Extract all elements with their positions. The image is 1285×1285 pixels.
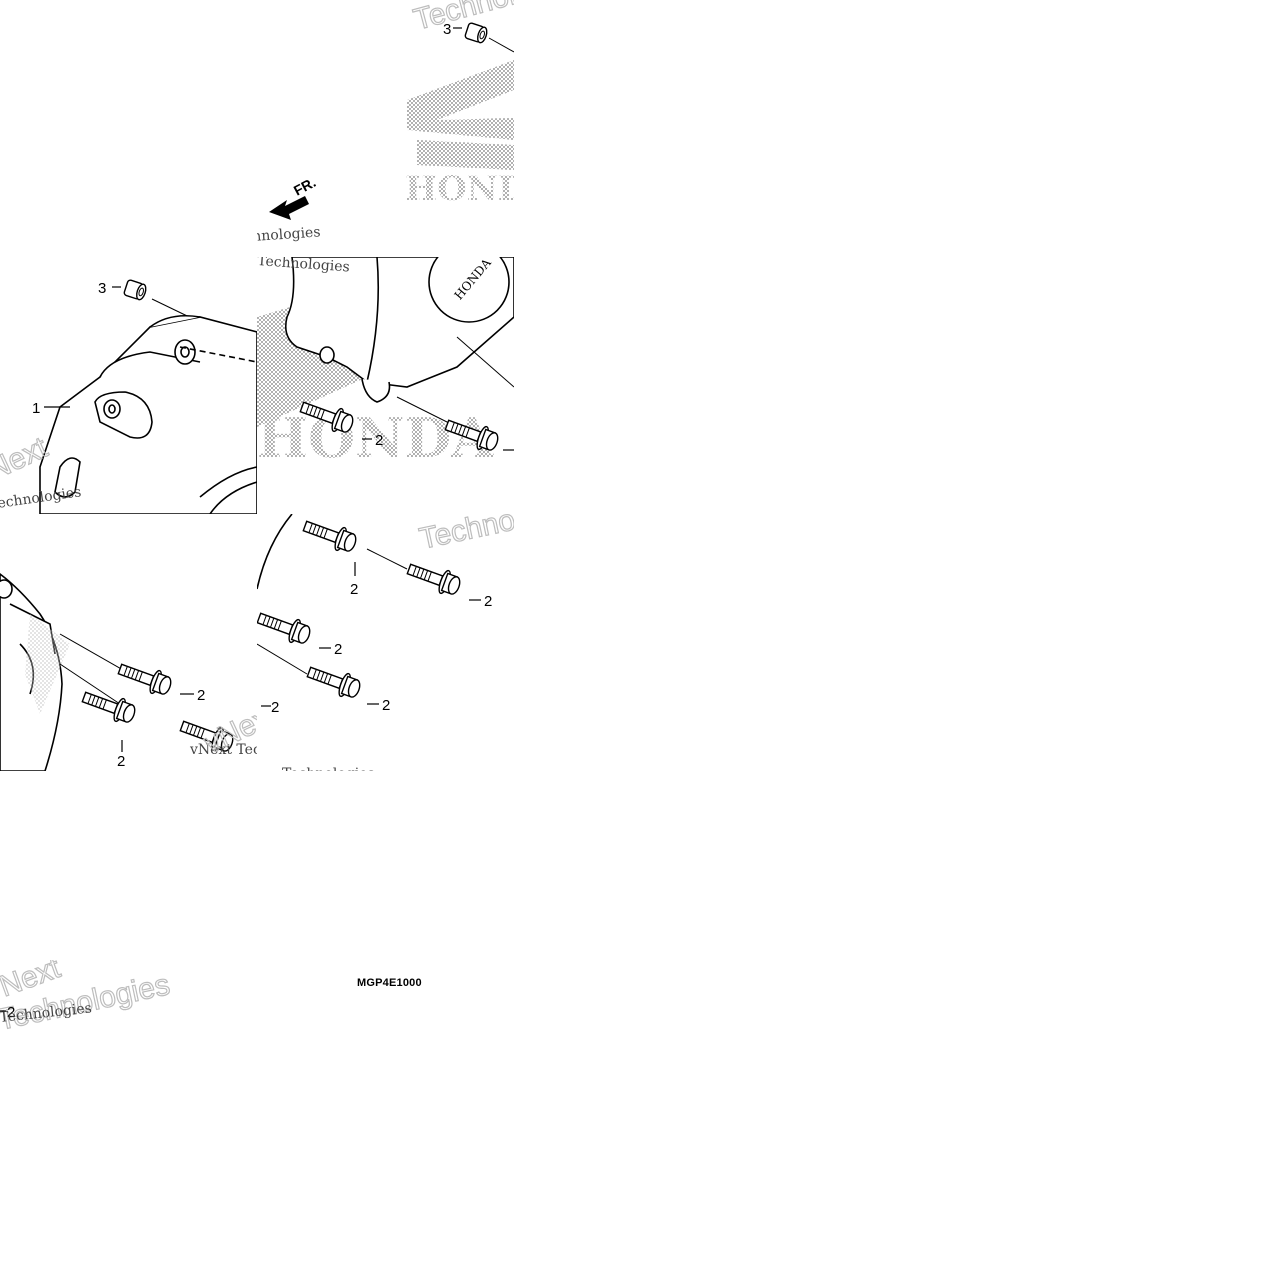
svg-text:Technologies: Technologies (417, 514, 514, 556)
tile-top-right: Technologies 3 HONDA FR. vNext Technolog… (257, 0, 514, 257)
bolt-lower-2 (79, 685, 139, 728)
svg-text:Technologies: Technologies (282, 766, 375, 771)
svg-text:2: 2 (271, 699, 279, 716)
bolt-a (300, 514, 360, 557)
cover-lower-edge: HONDA (284, 257, 514, 403)
svg-text:2: 2 (117, 753, 125, 770)
dowel-pin (122, 278, 149, 302)
brand-text-mid: HONDA (257, 406, 494, 470)
bolt-b (404, 557, 464, 600)
cover-edge-arc (257, 514, 293, 590)
tile-cover: 3 1 Technologies vNext (0, 257, 257, 514)
engine-side-cover (39, 314, 257, 514)
svg-text:2: 2 (334, 641, 342, 658)
svg-text:2: 2 (197, 687, 205, 704)
brand-wing-logo: HONDA (405, 60, 514, 209)
svg-text:2: 2 (350, 581, 358, 598)
svg-text:FR.: FR. (291, 174, 318, 199)
front-direction-arrow: FR. (269, 174, 318, 220)
callout-3: 3 (98, 280, 106, 297)
tile-footer-fragment: vNext Technologies 2 Technologies (0, 960, 257, 1060)
bolt-c (257, 606, 314, 649)
dowel-pin-top (463, 21, 490, 45)
tile-bottom-left: 2 2 vNext Technologies vNext (0, 514, 257, 771)
callout-1: 1 (32, 400, 40, 417)
diagram-code: MGP4E1000 (357, 977, 422, 989)
svg-text:vNext Technologies: vNext Technologies (257, 224, 321, 250)
svg-text:2: 2 (375, 432, 383, 449)
tile-cover-mount: HONDA HONDA 2 Technologies (257, 257, 514, 514)
svg-text:2: 2 (484, 593, 492, 610)
bolt-lower-1 (115, 657, 175, 700)
watermark-technologies: Technologies (410, 0, 514, 37)
callout-3-top: 3 (443, 21, 451, 38)
brand-text-top: HONDA (405, 169, 514, 209)
bolt-d (304, 660, 364, 703)
svg-text:2: 2 (7, 1004, 15, 1021)
svg-text:2: 2 (382, 697, 390, 714)
svg-text:vNext Technologies: vNext Technologies (189, 742, 257, 758)
tile-bottom-middle: Technologies 2 2 2 2 2 Technologies (257, 514, 514, 771)
